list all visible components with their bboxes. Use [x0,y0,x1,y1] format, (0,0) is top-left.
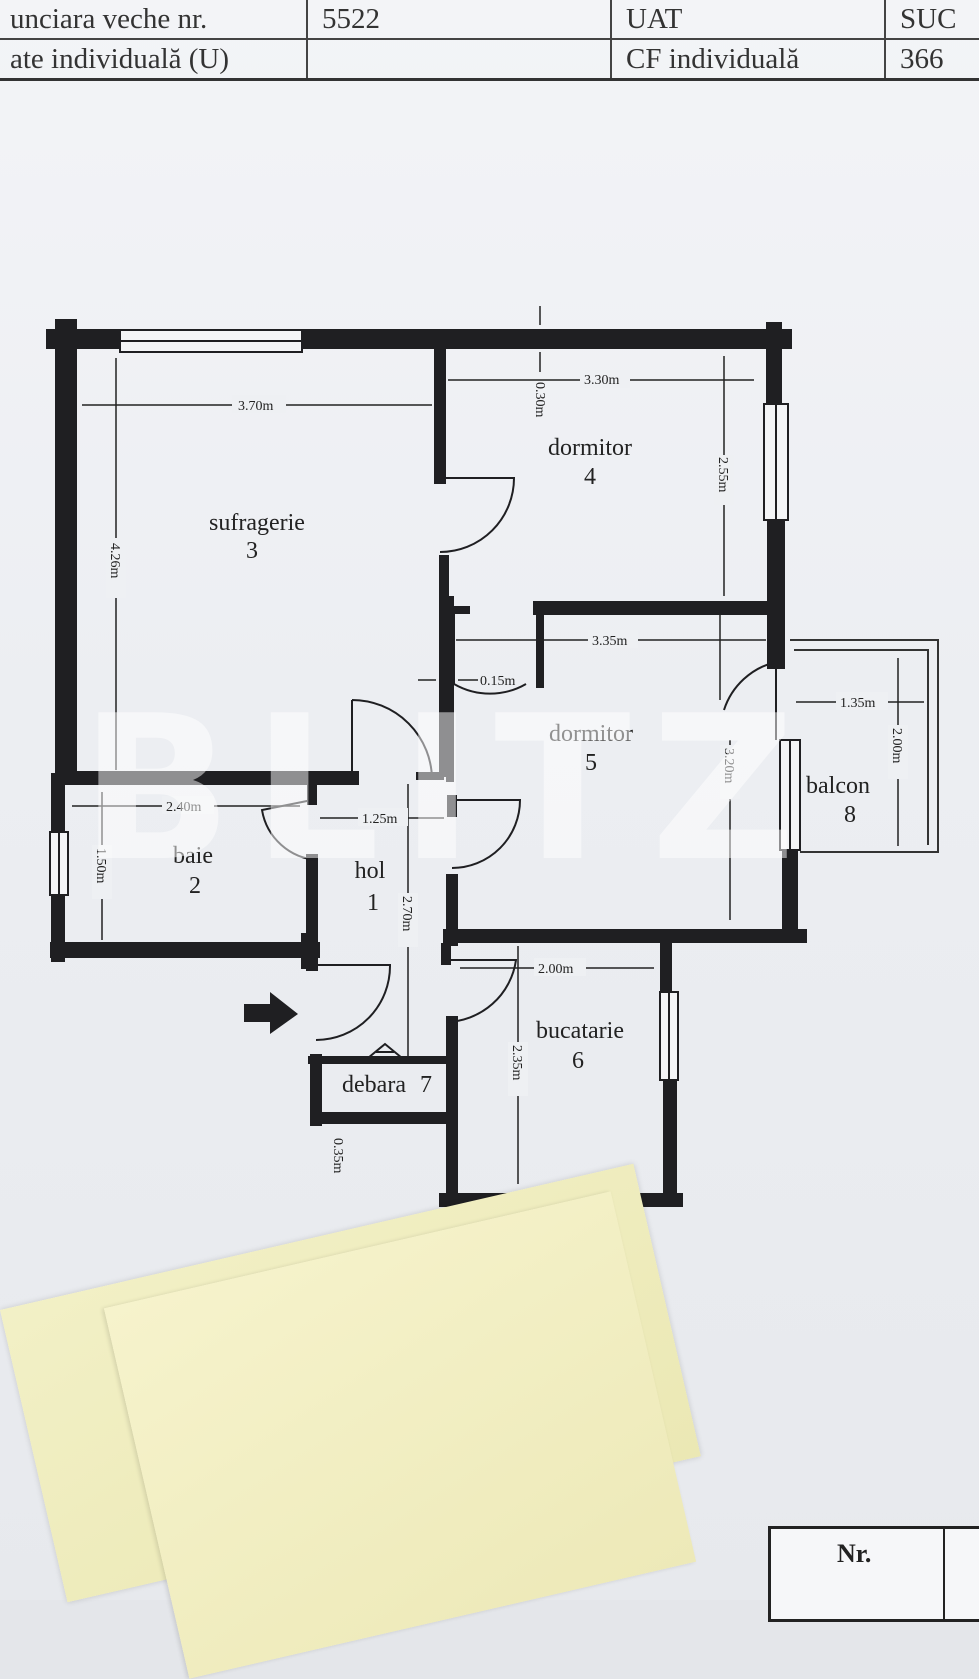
label-bg [162,796,214,814]
room-name: dormitor [549,721,633,747]
label-bg [580,370,630,388]
table-cell: UAT [610,0,886,40]
dimension-label: 2.00m [889,728,904,764]
label-bg [836,692,888,710]
room-number: 6 [572,1048,584,1074]
room-name: hol [355,858,386,884]
room-name: sufragerie [209,510,305,536]
dimension-label: 3.35m [592,634,628,649]
dimension-label: 0.35m [330,1138,345,1174]
dimension-label: 1.35m [840,696,876,711]
room-number: 1 [367,890,379,916]
room-number: 7 [420,1072,432,1098]
dimension-label: 3.30m [584,373,620,388]
door-swing [260,799,319,861]
floor-plan: sufragerie 3 dormitor 4 dormitor 5 baie … [46,306,939,1211]
dimension-label: 2.55m [715,457,730,493]
railing-line [794,649,929,845]
dimension-labels: 3.70m 4.26m 3.30m 0.30m 2.55m 3.35m 0.15… [92,370,908,1174]
label-bg [714,455,734,505]
doors [260,477,777,1059]
door-swing [451,799,522,869]
table-cell: unciara veche nr. [0,0,308,40]
table-cell: SUC [884,0,979,40]
label-bg [534,958,586,976]
footer-table: Nr. [768,1526,979,1622]
label-bg [232,395,286,413]
door-swing [445,959,518,1023]
table-cell: 366 [884,38,979,81]
walls [46,319,807,1211]
door-swing [351,699,433,781]
table-row: ate individuală (U) CF individuală 366 [0,38,979,81]
railing-line [790,639,939,853]
room-number: 4 [584,464,596,490]
label-bg [358,808,408,826]
label-bg [888,725,908,779]
door-swing [367,1042,403,1059]
dimension-label: 2.35m [509,1045,524,1081]
door-swing [723,660,777,740]
dimension-label: 1.25m [362,812,398,827]
dimension-label: 2.40m [166,800,202,815]
dimension-label: 2.70m [399,896,414,932]
room-number: 2 [189,873,201,899]
room-labels: sufragerie 3 dormitor 4 dormitor 5 baie … [173,435,870,1098]
label-bg [588,630,638,648]
label-bg [398,893,418,947]
door-swing [453,612,527,695]
dimension-label: 3.20m [721,748,736,784]
table-cell [306,38,612,81]
room-name: balcon [806,773,870,799]
label-bg [106,538,126,598]
room-number: 8 [844,802,856,828]
table-cell: CF individuală [610,38,886,81]
room-number: 3 [246,538,258,564]
footer-nr-label: Nr. [837,1539,872,1568]
room-name: debara [342,1072,406,1098]
windows [49,329,801,1081]
table-row: unciara veche nr. 5522 UAT SUC [0,0,979,40]
room-number: 5 [585,750,597,776]
label-bg [720,745,740,799]
cadastral-header-table: unciara veche nr. 5522 UAT SUC ate indiv… [0,0,979,81]
dimension-label: 4.26m [107,543,122,579]
dimension-label: 1.50m [93,848,108,884]
table-cell: 5522 [306,0,612,40]
dimension-label: 3.70m [238,399,274,414]
dimension-label: 0.15m [480,674,516,689]
label-bg [508,1042,528,1096]
dimension-label: 0.30m [532,382,547,418]
room-name: bucatarie [536,1018,624,1044]
entrance-arrow-icon [244,992,298,1034]
door-swing [315,964,392,1041]
door-swing [439,477,516,553]
room-name: dormitor [548,435,632,461]
dimension-label: 2.00m [538,962,574,977]
table-cell: ate individuală (U) [0,38,308,81]
balcony-railing [790,639,939,853]
divider [943,1529,945,1619]
label-bg [92,845,112,899]
room-name: baie [173,843,213,869]
